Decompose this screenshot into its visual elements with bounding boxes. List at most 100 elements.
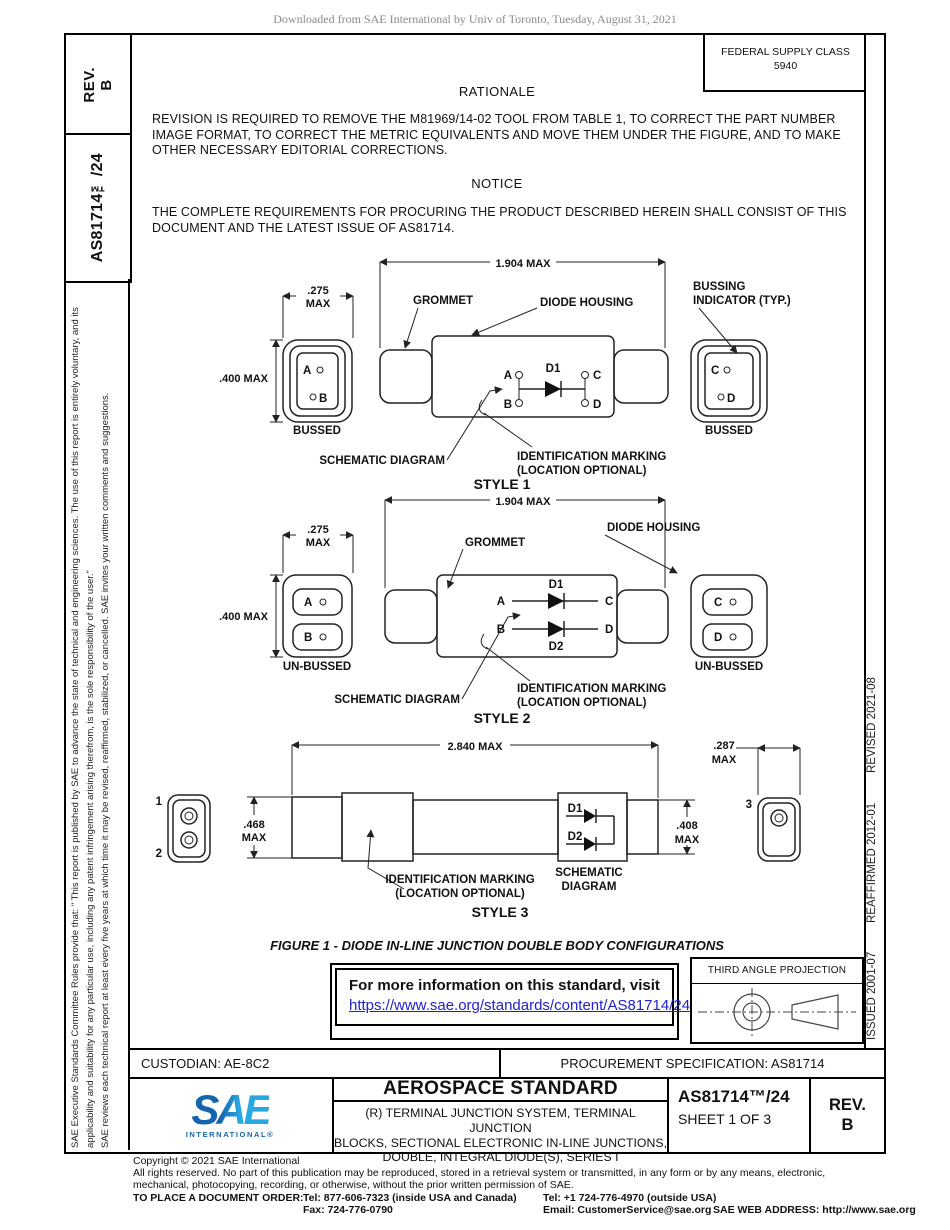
footer-email: Email: CustomerService@sae.org: [543, 1204, 712, 1216]
svg-text:C: C: [605, 596, 613, 608]
svg-text:D2: D2: [568, 831, 583, 843]
style2-schematic-label: SCHEMATIC DIAGRAM: [334, 694, 460, 706]
page-frame: [64, 33, 886, 1154]
svg-text:.275: .275: [307, 524, 328, 536]
style3-dim-length: 2.840 MAX: [447, 741, 503, 753]
svg-text:B: B: [304, 632, 312, 644]
style1-right-end-view: C D BUSSED: [690, 339, 768, 437]
standard-type: AEROSPACE STANDARD: [334, 1077, 667, 1102]
sae-logo-text: SAE: [191, 1085, 271, 1133]
download-watermark: Downloaded from SAE International by Uni…: [273, 12, 677, 26]
style1-end-right-label: BUSSED: [705, 425, 753, 437]
svg-text:INDICATOR (TYP.): INDICATOR (TYP.): [693, 295, 791, 307]
svg-text:D1: D1: [568, 803, 583, 815]
svg-text:.468: .468: [243, 819, 264, 831]
rev-cell: REV. B: [811, 1077, 884, 1152]
style1-housing-label: DIODE HOUSING: [540, 297, 633, 309]
doc-number-cell: AS81714™/24 SHEET 1 OF 3: [669, 1077, 811, 1152]
svg-text:A: A: [504, 370, 512, 382]
svg-text:D1: D1: [546, 363, 561, 375]
sae-logo: SAE INTERNATIONAL®: [128, 1077, 334, 1152]
style3-pin3: 3: [746, 799, 752, 811]
style1-dim-height: .400 MAX: [219, 373, 269, 385]
style1-dim-length: 1.904 MAX: [495, 258, 551, 270]
svg-text:MAX: MAX: [242, 832, 267, 844]
svg-text:C: C: [711, 365, 719, 377]
info-box: For more information on this standard, v…: [330, 963, 704, 1040]
title-block: SAE INTERNATIONAL® AEROSPACE STANDARD (R…: [128, 1077, 884, 1164]
style2-drawing: 1.904 MAX DIODE HOUSING GROMMET A B UN-B…: [219, 496, 768, 726]
footer-rights: All rights reserved. No part of this pub…: [133, 1167, 826, 1191]
custodian-cell: CUSTODIAN: AE-8C2: [128, 1050, 501, 1077]
rev-value: B: [98, 79, 115, 91]
fsc-value: 5940: [773, 60, 798, 72]
issued-date: ISSUED 2001-07: [866, 951, 878, 1040]
svg-text:D: D: [727, 393, 735, 405]
footer-order-label: TO PLACE A DOCUMENT ORDER:: [133, 1192, 304, 1204]
rev-cell-value: B: [841, 1115, 854, 1134]
style2-housing-label: DIODE HOUSING: [607, 522, 700, 534]
disclaimer-paragraph-1: SAE Executive Standards Committee Rules …: [70, 307, 96, 1148]
footer-fax: Fax: 724-776-0790: [303, 1204, 393, 1216]
notice-text: THE COMPLETE REQUIREMENTS FOR PROCURING …: [152, 205, 847, 235]
style3-caption: STYLE 3: [472, 904, 529, 920]
rationale-text: REVISION IS REQUIRED TO REMOVE THE M8196…: [152, 112, 841, 157]
style2-grommet-label: GROMMET: [465, 537, 525, 549]
footer-tel-inside: Tel: 877-606-7323 (inside USA and Canada…: [303, 1192, 517, 1204]
style1-drawing: 1.904 MAX A B BUSSED .275 MAX .400 MAX: [219, 258, 791, 492]
disclaimer-area: SAE Executive Standards Committee Rules …: [68, 282, 126, 1148]
style3-pin2: 2: [156, 848, 162, 860]
style2-end-right-label: UN-BUSSED: [695, 661, 763, 673]
sheet-label: SHEET 1 OF 3: [678, 1111, 772, 1127]
style3-drawing: 1 2 .468 MAX 2.840 MAX D1: [156, 740, 801, 920]
svg-text:(LOCATION OPTIONAL): (LOCATION OPTIONAL): [517, 697, 647, 709]
document-title: (R) TERMINAL JUNCTION SYSTEM, TERMINAL J…: [334, 1106, 667, 1165]
svg-text:D: D: [605, 624, 613, 636]
svg-text:MAX: MAX: [675, 834, 700, 846]
doc-number: AS81714™/24: [678, 1087, 790, 1106]
style3-marking-label: IDENTIFICATION MARKING: [385, 874, 534, 886]
standard-link[interactable]: https://www.sae.org/standards/content/AS…: [349, 997, 705, 1014]
rev-cell-label: REV.: [829, 1095, 866, 1114]
svg-text:MAX: MAX: [306, 298, 331, 310]
projection-label: THIRD ANGLE PROJECTION: [692, 959, 862, 984]
svg-text:A: A: [303, 365, 311, 377]
right-column-divider: [864, 33, 866, 1048]
rev-box: REV. B: [64, 33, 132, 137]
style1-grommet-label: GROMMET: [413, 295, 473, 307]
sae-logo-subtext: INTERNATIONAL®: [185, 1129, 275, 1139]
svg-text:(LOCATION OPTIONAL): (LOCATION OPTIONAL): [395, 888, 525, 900]
standard-title-cell: AEROSPACE STANDARD (R) TERMINAL JUNCTION…: [334, 1077, 669, 1164]
svg-text:DIAGRAM: DIAGRAM: [562, 881, 617, 893]
style1-schematic-label: SCHEMATIC DIAGRAM: [319, 455, 445, 467]
style1-end-left-label: BUSSED: [293, 425, 341, 437]
style3-pin1: 1: [156, 796, 163, 808]
style1-caption: STYLE 1: [474, 476, 531, 492]
third-angle-projection-box: THIRD ANGLE PROJECTION: [690, 957, 864, 1044]
rev-label: REV.: [81, 67, 98, 103]
rationale-heading: RATIONALE: [458, 84, 536, 99]
style3-right-end-view: [757, 797, 801, 862]
procurement-cell: PROCUREMENT SPECIFICATION: AS81714: [560, 1056, 825, 1071]
projection-symbol-icon: [698, 988, 856, 1036]
style1-marking-label: IDENTIFICATION MARKING: [517, 451, 666, 463]
svg-text:A: A: [497, 596, 505, 608]
style2-end-left-label: UN-BUSSED: [283, 661, 351, 673]
svg-text:D: D: [593, 399, 601, 411]
svg-text:C: C: [593, 370, 601, 382]
left-column-divider: [128, 279, 130, 1150]
doc-number-vertical: AS81714™/24: [89, 153, 106, 263]
disclaimer-paragraph-2: SAE reviews each technical report at lea…: [100, 392, 111, 1148]
footer-web: SAE WEB ADDRESS: http://www.sae.org: [713, 1204, 916, 1216]
custodian-row: CUSTODIAN: AE-8C2 PROCUREMENT SPECIFICAT…: [128, 1048, 884, 1079]
style2-right-end-view: C D UN-BUSSED: [690, 574, 768, 673]
notice-heading: NOTICE: [471, 176, 523, 191]
fsc-label: FEDERAL SUPPLY CLASS: [721, 46, 850, 58]
style2-marking-label: IDENTIFICATION MARKING: [517, 683, 666, 695]
svg-text:(LOCATION OPTIONAL): (LOCATION OPTIONAL): [517, 465, 647, 477]
style3-schematic: D1 D2: [566, 803, 615, 851]
svg-text:B: B: [504, 399, 512, 411]
svg-text:C: C: [714, 597, 722, 609]
svg-text:.287: .287: [713, 740, 734, 752]
footer-tel-outside: Tel: +1 724-776-4970 (outside USA): [543, 1192, 717, 1204]
